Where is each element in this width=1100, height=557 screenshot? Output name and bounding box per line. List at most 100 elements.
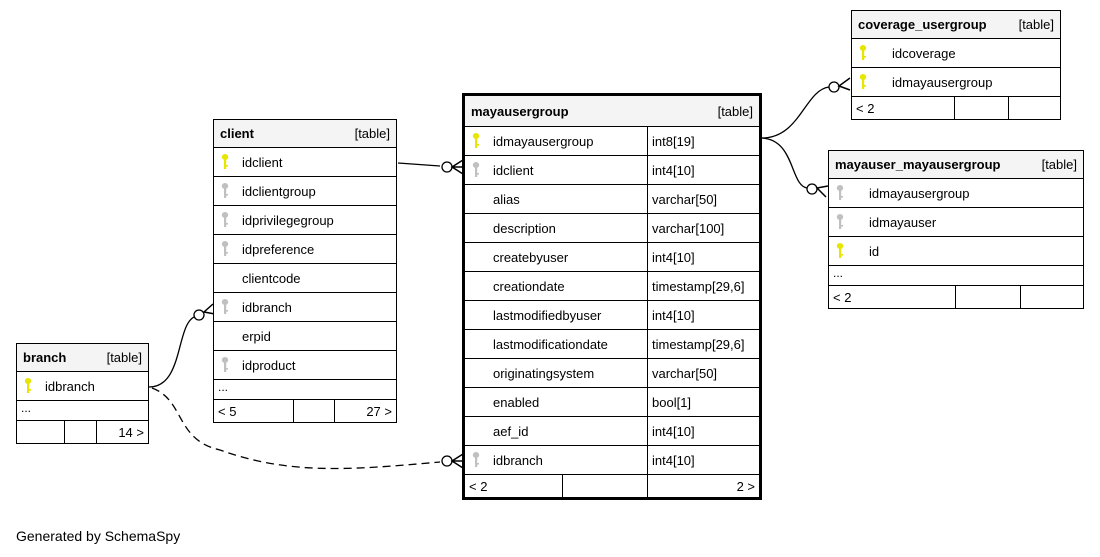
edge-optional-marker xyxy=(828,81,840,93)
column-name: idmayausergroup xyxy=(493,133,594,149)
edge-branch-mayausergroup xyxy=(151,387,441,470)
foreign-key-icon xyxy=(220,298,234,316)
column-cell: idmayausergroup xyxy=(852,68,1060,96)
footer-children[interactable]: 14 > xyxy=(96,421,148,443)
column-name: id xyxy=(869,243,880,259)
primary-key-icon xyxy=(835,242,849,260)
edge-optional-marker xyxy=(441,455,453,467)
column-row[interactable]: idpreference xyxy=(214,235,396,264)
table-name[interactable]: coverage_usergroup xyxy=(858,17,987,32)
edge-crowfoot-marker xyxy=(202,303,216,315)
column-type: bool[1] xyxy=(647,388,759,416)
column-cell: clientcode xyxy=(214,264,396,292)
foreign-key-icon xyxy=(471,161,485,179)
generated-by-label: Generated by SchemaSpy xyxy=(16,528,181,544)
column-type: timestamp[29,6] xyxy=(647,272,759,300)
column-row[interactable]: idprivilegegroup xyxy=(214,206,396,235)
column-cell: alias xyxy=(465,185,647,213)
edge-client-mayausergroup xyxy=(397,162,441,167)
table-kind: [table] xyxy=(1041,157,1077,172)
column-row[interactable]: idmayausergroup xyxy=(852,68,1060,97)
table-header: client [table] xyxy=(214,120,396,148)
column-type: varchar[50] xyxy=(647,359,759,387)
edge-crowfoot-marker xyxy=(837,77,851,91)
table-kind: [table] xyxy=(106,350,142,365)
table-branch[interactable]: branch [table] idbranch ... 14 > xyxy=(16,343,149,444)
column-row[interactable]: creationdate timestamp[29,6] xyxy=(465,272,759,301)
table-kind: [table] xyxy=(1018,17,1054,32)
column-row[interactable]: idclientgroup xyxy=(214,177,396,206)
column-row[interactable]: idbranch xyxy=(17,372,148,401)
column-row[interactable]: idproduct xyxy=(214,351,396,380)
column-name: createbyuser xyxy=(493,249,569,265)
more-columns: ... xyxy=(829,266,1083,286)
column-row[interactable]: enabled bool[1] xyxy=(465,388,759,417)
column-cell: creationdate xyxy=(465,272,647,300)
column-cell: idmayauser xyxy=(829,208,1083,236)
column-cell: idprivilegegroup xyxy=(214,206,396,234)
column-name: aef_id xyxy=(493,423,529,439)
column-cell: idbranch xyxy=(465,446,647,474)
footer-parents[interactable]: < 5 xyxy=(218,403,237,419)
footer-children[interactable] xyxy=(1008,97,1060,119)
column-row[interactable]: idcoverage xyxy=(852,39,1060,68)
column-row[interactable]: idmayausergroup xyxy=(829,179,1083,208)
column-name: erpid xyxy=(242,328,271,344)
column-cell: enabled xyxy=(465,388,647,416)
edge-mayausergroup-coverage xyxy=(761,86,830,139)
column-cell: createbyuser xyxy=(465,243,647,271)
column-name: idpreference xyxy=(242,241,315,257)
column-type: int8[19] xyxy=(647,127,759,155)
table-footer: < 2 xyxy=(852,97,1060,119)
column-type: int4[10] xyxy=(647,156,759,184)
foreign-key-icon xyxy=(220,356,234,374)
column-row[interactable]: idmayauser xyxy=(829,208,1083,237)
column-name: idprivilegegroup xyxy=(242,212,334,228)
column-cell: originatingsystem xyxy=(465,359,647,387)
column-row[interactable]: idclient xyxy=(214,148,396,177)
column-cell: idclientgroup xyxy=(214,177,396,205)
table-name[interactable]: branch xyxy=(23,350,67,365)
table-name[interactable]: client xyxy=(220,126,254,141)
table-footer: < 5 27 > xyxy=(214,400,396,422)
edge-optional-marker xyxy=(441,161,453,173)
column-name: creationdate xyxy=(493,278,565,294)
footer-children[interactable]: 2 > xyxy=(647,475,759,497)
column-row[interactable]: erpid xyxy=(214,322,396,351)
footer-parents[interactable]: < 2 xyxy=(833,289,852,305)
table-name[interactable]: mayauser_mayausergroup xyxy=(835,157,1001,172)
footer-parents[interactable]: < 2 xyxy=(856,100,875,116)
footer-parents[interactable]: < 2 xyxy=(469,478,488,494)
column-cell: id xyxy=(829,237,1083,265)
table-mayauser-mayausergroup[interactable]: mayauser_mayausergroup [table] idmayause… xyxy=(828,150,1084,309)
column-cell: idclient xyxy=(214,148,396,176)
foreign-key-icon xyxy=(220,240,234,258)
edge-branch-client xyxy=(148,315,198,388)
column-row[interactable]: id xyxy=(829,237,1083,266)
footer-children[interactable] xyxy=(1020,286,1083,308)
footer-mid xyxy=(955,286,1020,308)
column-row[interactable]: clientcode xyxy=(214,264,396,293)
footer-parents[interactable] xyxy=(17,421,64,443)
column-name: lastmodificationdate xyxy=(493,336,608,352)
table-name[interactable]: mayausergroup xyxy=(471,103,569,119)
footer-children[interactable]: 27 > xyxy=(334,400,396,422)
column-row[interactable]: idmayausergroup int8[19] xyxy=(465,127,759,156)
column-type: int4[10] xyxy=(647,446,759,474)
column-name: enabled xyxy=(493,394,540,410)
column-row[interactable]: idbranch xyxy=(214,293,396,322)
primary-key-icon xyxy=(471,132,485,150)
